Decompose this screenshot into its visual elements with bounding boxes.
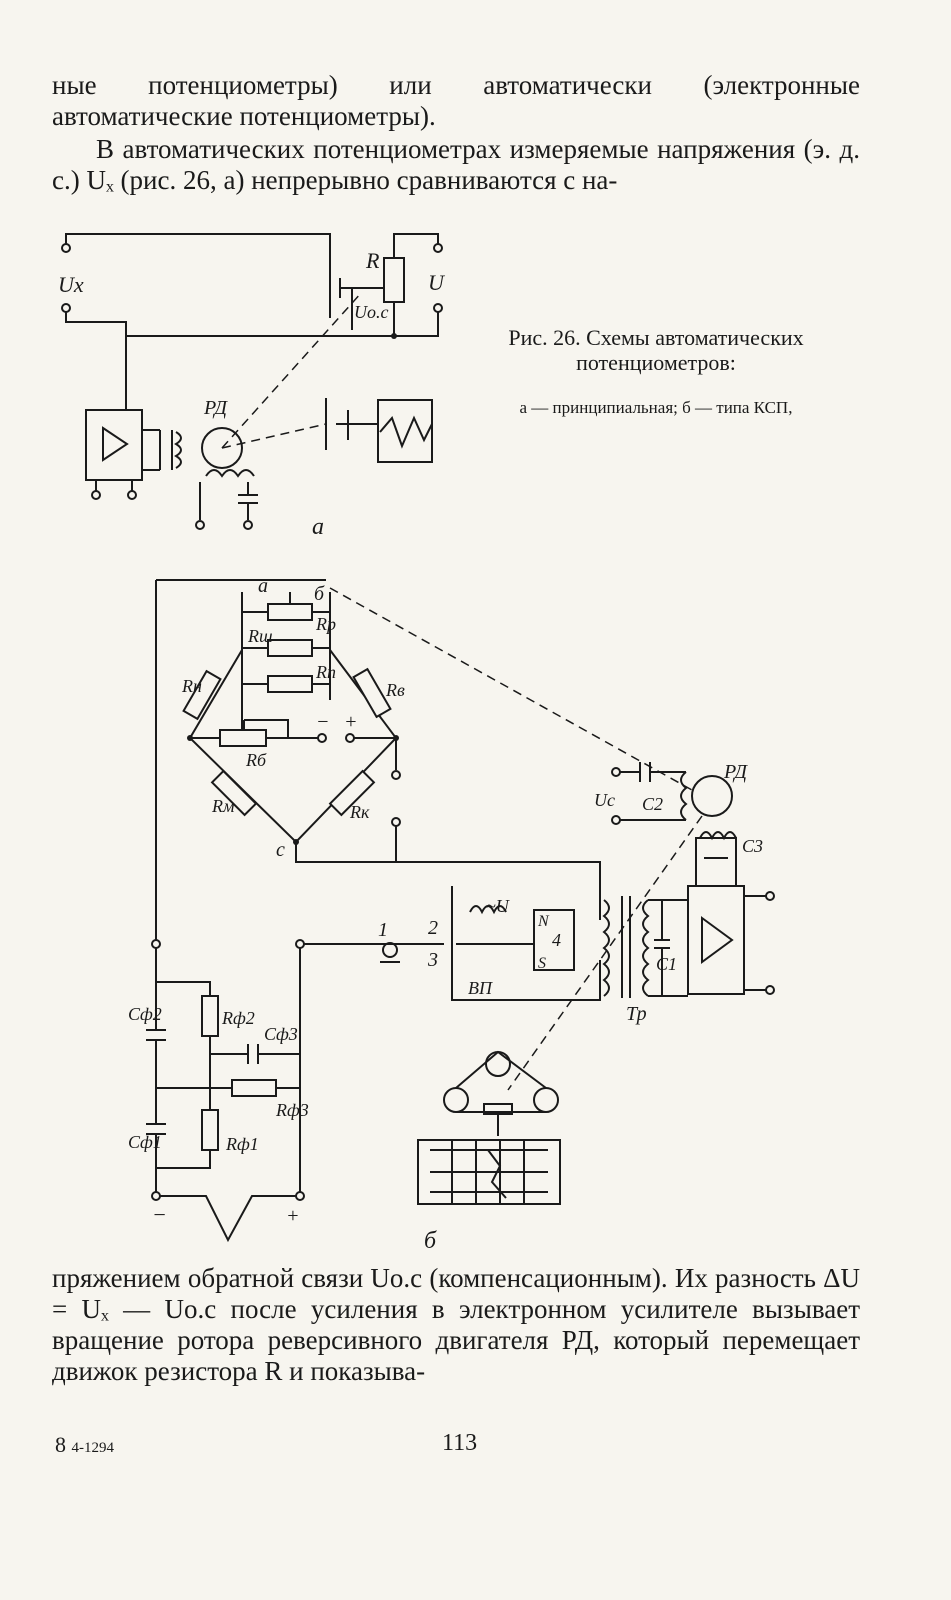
label-4: 4 — [552, 930, 561, 950]
label-rn: Rн — [181, 676, 202, 696]
label-minus: − — [316, 711, 330, 733]
label-uc: Uc — [594, 790, 615, 810]
motor-rd-b — [691, 775, 733, 817]
label-2: 2 — [428, 917, 438, 939]
paragraph-intro: В автоматических потенциометрах измеряем… — [52, 134, 860, 195]
label-r: R — [365, 248, 380, 273]
terminal-ux-bottom — [61, 303, 71, 313]
figure-caption-title: Рис. 26. Схемы автоматических потенциоме… — [508, 325, 804, 375]
label-rf2: Rф2 — [221, 1008, 255, 1028]
label-rm: Rм — [211, 796, 235, 816]
label-plus: + — [344, 711, 358, 733]
label-3: 3 — [427, 949, 438, 971]
label-c: c — [276, 839, 285, 861]
label-u: U — [428, 270, 446, 295]
panel-label-a: a — [312, 514, 324, 540]
signature-number: 8 — [55, 1432, 66, 1457]
label-c2: C2 — [642, 794, 663, 814]
label-cf3: Cф3 — [264, 1024, 298, 1044]
label-vp: ВП — [468, 978, 493, 998]
terminal-ux-top — [61, 243, 71, 253]
footer-signature: 8 4-1294 — [55, 1432, 114, 1458]
label-cf1: Cф1 — [128, 1132, 162, 1152]
amplifier-b — [687, 885, 745, 995]
label-rf1: Rф1 — [225, 1134, 259, 1154]
label-rb: Rб — [245, 750, 267, 770]
label-c1: C1 — [656, 954, 677, 974]
paragraph-top: ные потенциометры) или автоматически (эл… — [52, 70, 860, 131]
label-a: a — [258, 575, 268, 597]
label-rd-a: РД — [203, 397, 228, 419]
label-c3: C3 — [742, 836, 763, 856]
label-uoc: Uo.c — [354, 302, 389, 322]
paragraph-bottom: пряжением обратной связи Uо.с (компенсац… — [52, 1263, 860, 1386]
label-ux: Ux — [58, 272, 84, 297]
label-rp: Rр — [315, 614, 336, 634]
motor-rd-a — [201, 427, 243, 469]
label-s: S — [538, 955, 546, 972]
label-tr: Тр — [626, 1003, 647, 1025]
label-rv: Rв — [385, 680, 405, 700]
label-tc-plus: + — [286, 1205, 300, 1227]
amplifier-a — [85, 409, 143, 481]
figure-caption-subtitle: а — принципиальная; б — типа КСП, — [519, 398, 793, 417]
label-rf3: Rф3 — [275, 1100, 309, 1120]
label-tilde-u: ~U — [486, 896, 510, 916]
label-rsh: Rш — [247, 626, 273, 646]
label-n: N — [537, 913, 550, 930]
label-rk: Rк — [349, 802, 370, 822]
label-b: б — [314, 583, 325, 605]
resistor-r — [383, 257, 405, 303]
label-rd-b: РД — [723, 761, 748, 783]
panel-label-b: б — [424, 1228, 437, 1254]
label-1: 1 — [378, 919, 388, 941]
label-rn-top: Rп — [315, 662, 336, 682]
label-tc-minus: − — [152, 1202, 167, 1227]
signature-code: 4-1294 — [71, 1440, 115, 1456]
page-number: 113 — [442, 1430, 478, 1456]
label-cf2: Cф2 — [128, 1004, 162, 1024]
